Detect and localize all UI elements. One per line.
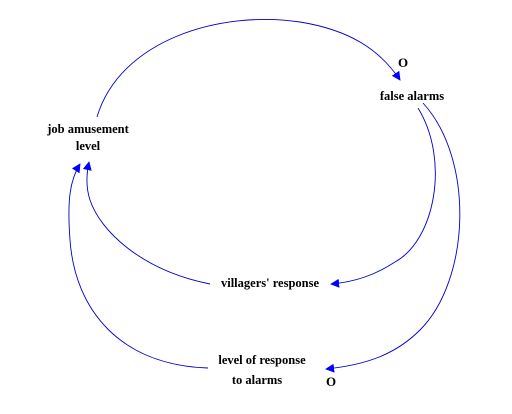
- node-villagers-response: villagers' response: [221, 276, 319, 290]
- link-job-amusement-to-false-alarms: [96, 19, 401, 118]
- polarity-label-top: O: [398, 55, 408, 70]
- polarity-label-bottom: O: [326, 374, 336, 389]
- link-false-alarms-to-level-of-response: [325, 102, 461, 373]
- node-job-amusement-line1: job amusement: [46, 122, 129, 136]
- link-false-alarms-to-villagers-response: [330, 107, 436, 288]
- link-villagers-response-to-job-amusement: [82, 161, 211, 285]
- node-job-amusement-line2: level: [76, 139, 101, 153]
- node-false-alarms: false alarms: [380, 89, 444, 103]
- node-level-of-response-line1: level of response: [218, 353, 306, 367]
- node-level-of-response-line2: to alarms: [232, 373, 282, 387]
- link-level-of-response-to-job-amusement: [68, 163, 209, 369]
